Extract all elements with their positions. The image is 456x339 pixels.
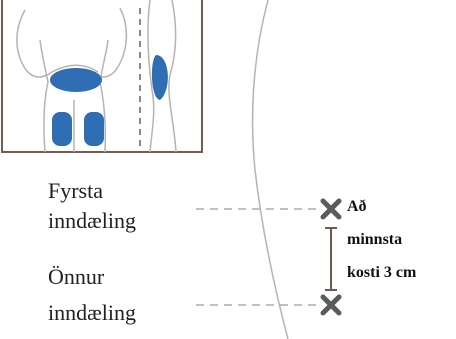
distance-label-line3: kosti 3 cm xyxy=(347,265,416,281)
first-injection-label-line1: Fyrsta xyxy=(48,180,103,202)
first-injection-label-line2: inndæling xyxy=(48,210,136,232)
second-injection-label-line2: inndæling xyxy=(48,302,136,324)
distance-label-line2: minnsta xyxy=(347,232,402,248)
cross-marker-icon xyxy=(323,297,339,313)
second-injection-label-line1: Önnur xyxy=(48,266,104,288)
abdomen-outline xyxy=(253,0,288,339)
cross-marker-icon xyxy=(323,201,339,217)
distance-label-line1: Að xyxy=(347,199,367,215)
body-inset xyxy=(2,0,202,152)
distance-bar xyxy=(325,228,337,290)
